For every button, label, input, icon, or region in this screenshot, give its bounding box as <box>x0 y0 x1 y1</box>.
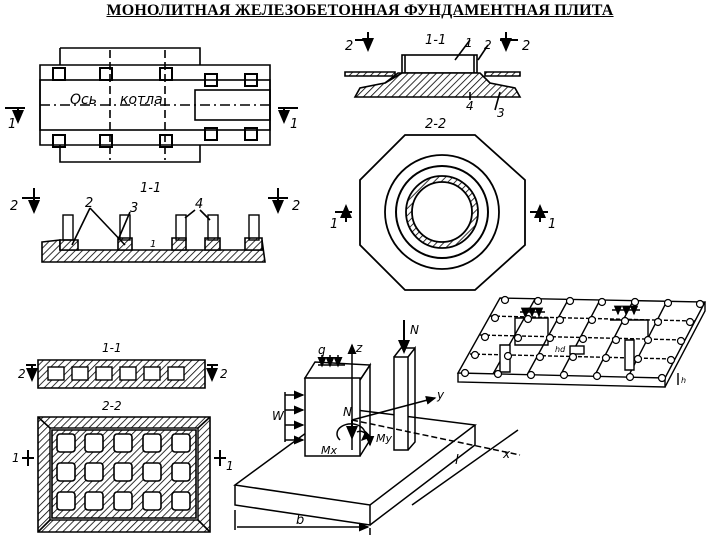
octagon-section <box>335 134 548 291</box>
hollow-cut-right: 2 <box>220 367 228 381</box>
axis-z: z <box>355 341 363 355</box>
moment-My: My <box>376 432 392 445</box>
grid-nodes <box>460 295 705 383</box>
section-b-num-1: 1 <box>465 36 473 50</box>
load-W: W <box>272 409 285 423</box>
dim-b: b <box>296 513 304 528</box>
hollow-title-2: 2-2 <box>102 399 122 413</box>
axis-x: x <box>502 447 511 461</box>
section-b-cut-right: 2 <box>522 39 530 54</box>
octagon-cut-right: 1 <box>548 217 556 232</box>
section-a-title: 1-1 <box>140 181 161 196</box>
section-b <box>344 32 522 111</box>
load-q: q <box>318 343 326 357</box>
page-title: МОНОЛИТНАЯ ЖЕЛЕЗОБЕТОННАЯ ФУНДАМЕНТНАЯ П… <box>106 2 614 19</box>
octagon-cut-left: 1 <box>330 217 338 232</box>
hollow-title-1: 1-1 <box>102 341 122 355</box>
section-a-num-3: 3 <box>130 201 138 216</box>
section-b-num-4: 4 <box>466 99 474 113</box>
load-N-mid: N <box>343 405 352 419</box>
section-b-cut-left: 2 <box>345 39 353 54</box>
section-a-cut-left: 2 <box>10 199 18 214</box>
plan-sec-right: 1 <box>290 117 298 132</box>
moment-Mx: Mx <box>321 444 337 457</box>
hollow-cut2-left: 1 <box>12 451 20 465</box>
plan-view <box>5 47 298 163</box>
boiler-label: котла <box>120 92 163 108</box>
octagon-title: 2-2 <box>425 117 446 132</box>
section-b-num-2: 2 <box>484 38 492 52</box>
hollow-cut-left: 2 <box>18 367 26 381</box>
section-b-num-3: 3 <box>497 106 505 120</box>
section-a-num-1: 1 <box>150 239 156 250</box>
grid-hd-label: hd <box>555 345 566 354</box>
section-a <box>22 188 288 263</box>
section-a-num-4: 4 <box>195 197 203 212</box>
axis-label: Ось <box>70 92 97 108</box>
section-a-cut-right: 2 <box>292 199 300 214</box>
load-scheme-3d <box>233 320 521 535</box>
axis-y: y <box>436 388 445 402</box>
plan-sec-left: 1 <box>8 117 16 132</box>
section-b-title: 1-1 <box>425 33 446 48</box>
hollow-slab <box>22 359 226 533</box>
hollow-cut2-right: 1 <box>226 459 234 473</box>
load-N-top: N <box>410 323 419 337</box>
dim-l: l <box>455 453 459 468</box>
section-a-num-2: 2 <box>85 196 93 211</box>
grid-h-label: h <box>681 376 686 385</box>
